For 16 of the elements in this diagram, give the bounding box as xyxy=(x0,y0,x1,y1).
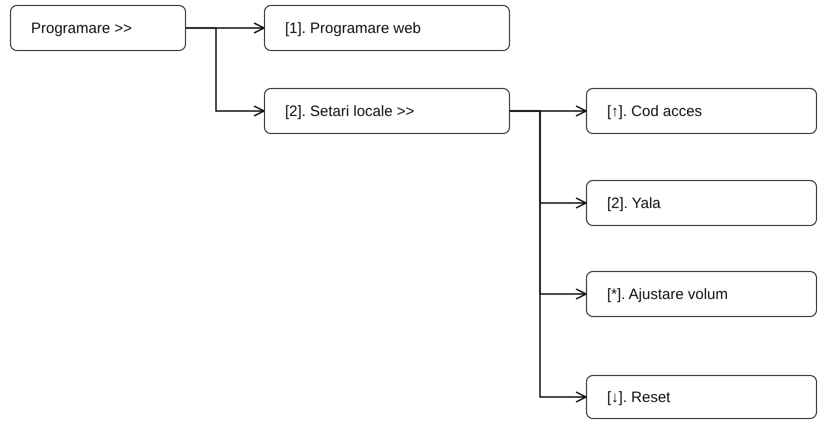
arrow xyxy=(510,110,587,403)
menu-box xyxy=(10,5,186,51)
menu-label: [1]. Programare web xyxy=(285,20,421,36)
menu-box xyxy=(586,88,817,134)
menu-label: [↓]. Reset xyxy=(607,388,670,406)
menu-box xyxy=(264,88,510,134)
arrow xyxy=(186,27,265,117)
menu-label: Programare >> xyxy=(31,20,132,36)
menu-label: [↑]. Cod acces xyxy=(607,102,702,120)
menu-label: [2]. Yala xyxy=(607,194,661,212)
menu-label: [2]. Setari locale >> xyxy=(285,102,414,120)
menu-label: [*]. Ajustare volum xyxy=(607,286,728,302)
menu-box xyxy=(264,5,510,51)
menu-box xyxy=(586,180,817,226)
menu-box xyxy=(586,375,817,419)
menu-box xyxy=(586,271,817,317)
